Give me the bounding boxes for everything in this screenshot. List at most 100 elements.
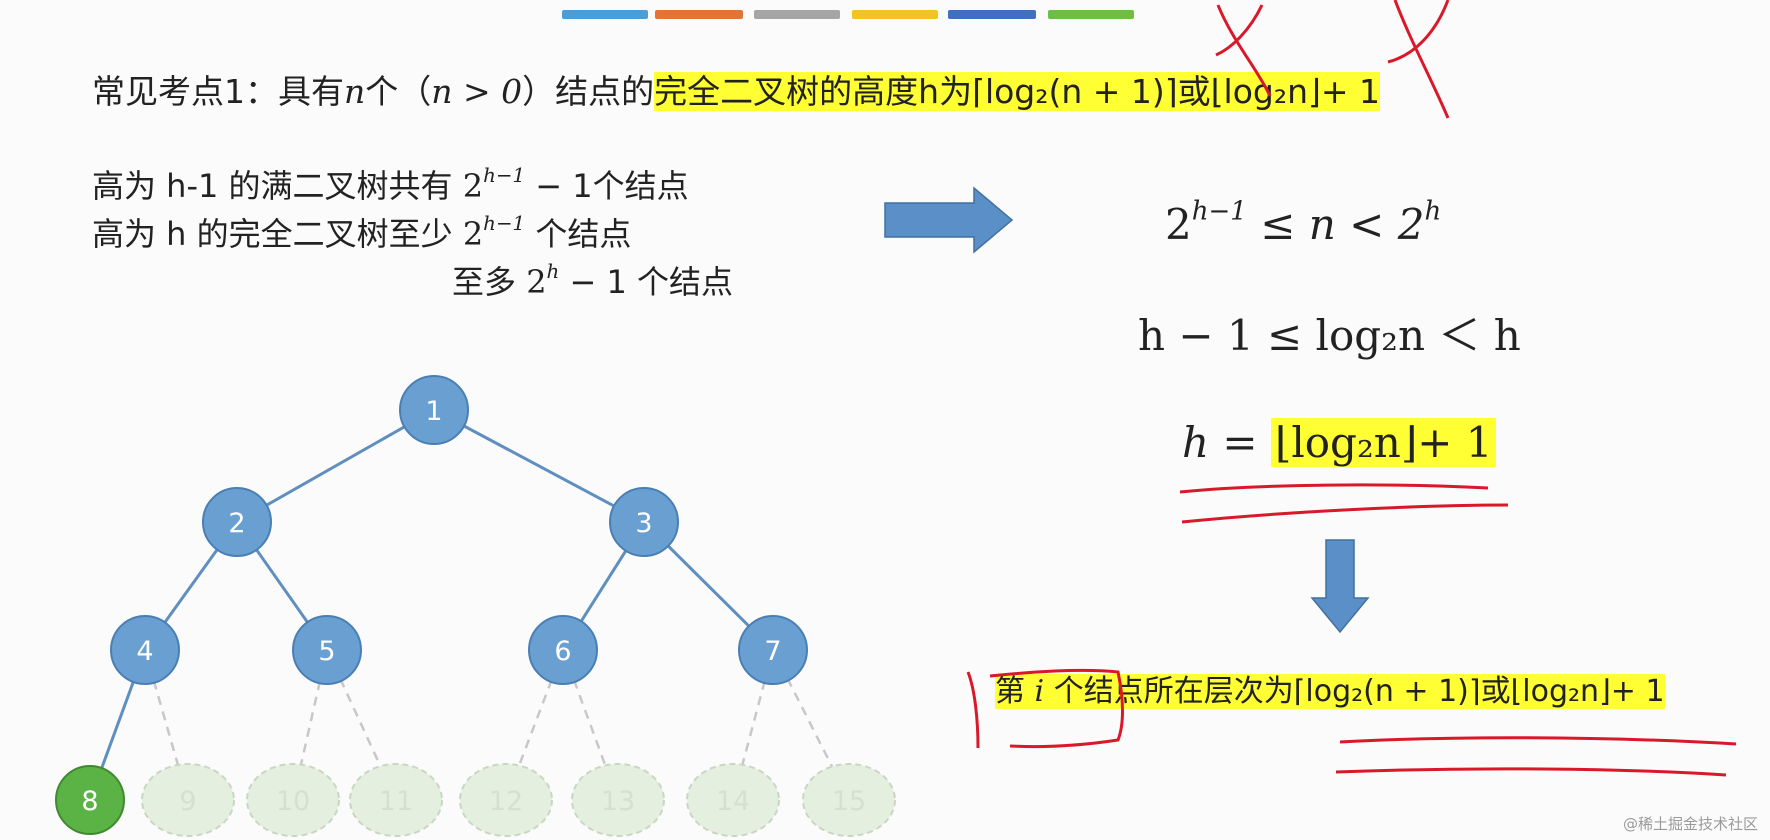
fact-line-1: 高为 h-1 的满二叉树共有 2h−1 − 1个结点 [92,163,689,209]
tree-node-15: 15 [802,763,896,837]
conclusion-formula-b: ⌊log₂n⌋ [1510,674,1611,709]
fact2-exp: h−1 [483,212,526,236]
tree-node-3: 3 [609,487,679,557]
tree-node-label-7: 7 [764,636,781,667]
tree-node-label-10: 10 [276,786,310,817]
eq2-text: h − 1 ≤ log₂n ＜ h [1138,311,1521,360]
red-cross-mark-2 [1387,0,1450,119]
headline-mid1: 个（ [365,72,432,111]
tree-edge-1-2 [236,408,435,524]
color-bar-2 [655,10,743,19]
tree-node-circle-10 [246,763,340,837]
conclusion-or: 或 [1480,674,1511,709]
tree-edge-5-11 [325,649,398,801]
tree-node-2: 2 [202,487,272,557]
tree-node-10: 10 [246,763,340,837]
fact2-base: 2 [462,215,484,253]
tree-node-label-8: 8 [81,786,98,817]
headline-formula-b: ⌊log₂n⌋ [1210,72,1321,111]
watermark: @稀土掘金技术社区 [1622,815,1758,833]
derivation-eq-2: h − 1 ≤ log₂n ＜ h [1138,302,1521,363]
tree-node-12: 12 [459,763,553,837]
headline-or: 或 [1177,72,1211,111]
fact-line-3: 至多 2h − 1 个结点 [452,259,733,305]
tree-node-13: 13 [571,763,665,837]
conclusion-var-i: i [1034,674,1045,709]
headline-mid2: ）结点的 [522,72,655,111]
fact3-tail: − 1 个结点 [559,263,734,301]
eq1-right-exp: h [1424,196,1442,227]
conclusion-prefix: 第 [995,674,1035,709]
color-bar-4 [852,10,938,19]
fact1-text: 高为 h-1 的满二叉树共有 [92,167,463,205]
fact2-tail: 个结点 [525,215,632,253]
tree-node-label-5: 5 [318,636,335,667]
tree-edge-7-15 [771,649,851,801]
tree-node-circle-12 [459,763,553,837]
headline-var-n: n [344,72,366,111]
red-cross-mark-1 [1215,4,1272,97]
fact1-exp: h−1 [483,164,526,188]
fact3-text: 至多 [452,263,527,301]
tree-node-label-13: 13 [601,786,635,817]
red-bracket-mark [966,668,1124,749]
tree-node-label-9: 9 [179,786,196,817]
headline-prefix: 常见考点1：具有 [92,72,344,111]
color-bar-6 [1048,10,1134,19]
tree-node-circle-11 [349,763,443,837]
headline-hl-text: 完全二叉树的高度h为 [654,72,973,111]
derivation-eq-3: h = ⌊log₂n⌋+ 1 [1182,418,1497,467]
eq1-left-exp: h−1 [1191,196,1247,227]
fact1-tail: − 1个结点 [525,167,689,205]
red-underline-eq3 [1179,483,1509,524]
tree-node-label-6: 6 [554,636,571,667]
tree-node-9: 9 [141,763,235,837]
tree-node-circle-13 [571,763,665,837]
fact1-base: 2 [462,167,484,205]
fact3-base: 2 [526,263,547,301]
conclusion-formula-a: ⌈log₂(n + 1)⌉ [1293,674,1481,709]
tree-node-label-2: 2 [228,508,245,539]
color-bar-5 [948,10,1036,19]
conclusion-tail: + 1 [1610,674,1665,709]
fact2-text: 高为 h 的完全二叉树至少 [92,215,463,253]
tree-node-circle-14 [686,763,780,837]
tree-node-14: 14 [686,763,780,837]
color-bar-1 [562,10,648,19]
tree-node-1: 1 [399,375,469,445]
tree-node-circle-6 [528,615,598,685]
tree-node-label-11: 11 [379,786,413,817]
tree-node-label-15: 15 [832,786,866,817]
down-arrow-icon [1310,539,1370,634]
tree-node-4: 4 [110,615,180,685]
eq3-rhs: ⌊log₂n⌋+ 1 [1270,418,1497,467]
tree-node-circle-9 [141,763,235,837]
headline-tail: + 1 [1320,72,1380,111]
tree-node-circle-3 [609,487,679,557]
tree-node-8: 8 [55,765,125,835]
tree-node-7: 7 [738,615,808,685]
eq3-lhs: h = [1182,418,1271,467]
tree-node-circle-15 [802,763,896,837]
tree-node-circle-5 [292,615,362,685]
tree-node-circle-2 [202,487,272,557]
tree-node-5: 5 [292,615,362,685]
tree-node-6: 6 [528,615,598,685]
headline-highlight: 完全二叉树的高度h为⌈log₂(n + 1)⌉或⌊log₂n⌋+ 1 [654,72,1380,111]
tree-node-circle-7 [738,615,808,685]
eq1-mid: ≤ n < 2 [1246,200,1425,249]
conclusion: 第 i 个结点所在层次为⌈log₂(n + 1)⌉或⌊log₂n⌋+ 1 [995,663,1665,721]
headline-cond: n > 0 [431,72,523,111]
tree-node-circle-1 [399,375,469,445]
conclusion-highlight: 第 i 个结点所在层次为⌈log₂(n + 1)⌉或⌊log₂n⌋+ 1 [995,674,1665,709]
tree-node-label-3: 3 [635,508,652,539]
tree-node-11: 11 [349,763,443,837]
tree-node-circle-8 [55,765,125,835]
fact3-exp: h [546,260,560,284]
conclusion-text: 个结点所在层次为 [1044,674,1294,709]
right-arrow-icon [884,186,1014,254]
derivation-eq-1: 2h−1 ≤ n < 2h [1165,198,1441,249]
eq1-left: 2 [1165,200,1192,249]
